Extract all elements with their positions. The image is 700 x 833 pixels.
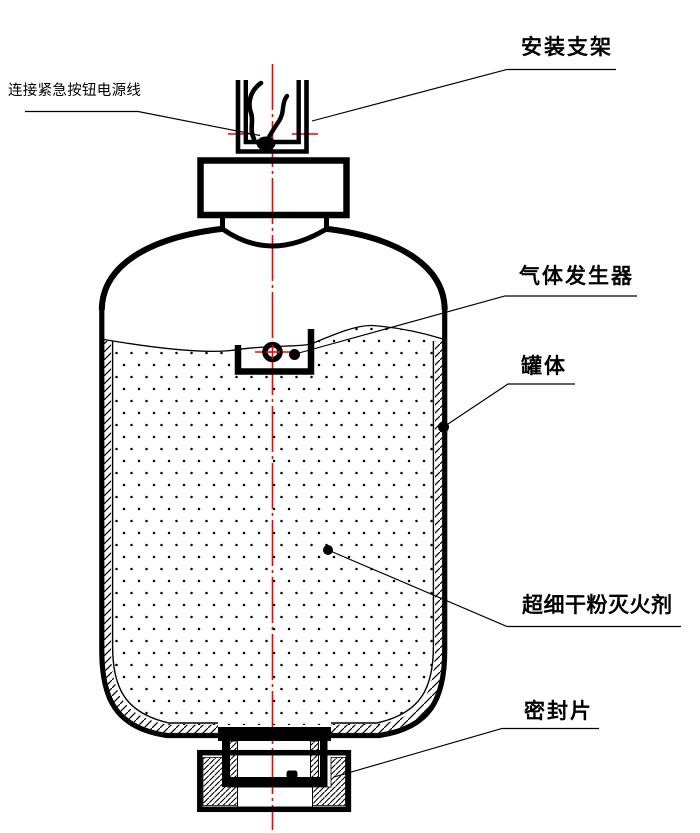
left-wall-hatch <box>102 341 218 734</box>
neck-flange-bar <box>218 727 331 741</box>
gas-generator <box>234 329 315 375</box>
label-mounting-bracket: 安装支架 <box>521 36 613 59</box>
nut-window-outline <box>237 786 313 808</box>
seal-cup <box>222 740 328 787</box>
tank-wall-left-outer <box>99 308 219 739</box>
leader-gas-generator <box>296 295 637 355</box>
label-power-line: 连接紧急按钮电源线 <box>8 83 142 99</box>
tank-wall-left-inner <box>111 341 218 724</box>
bottom-assembly <box>197 727 352 813</box>
tank-wall-right-outer <box>330 308 448 739</box>
tank-body-ref-dot <box>438 421 449 433</box>
powder-ref-dot <box>323 545 333 555</box>
sealing-disc <box>286 770 298 778</box>
powder-fill <box>113 325 434 725</box>
leader-power-line <box>25 110 261 137</box>
leader-mounting-bracket <box>311 68 616 122</box>
label-gas-generator: 气体发生器 <box>519 265 634 288</box>
neck-collar <box>220 216 329 249</box>
neck-wall-left <box>229 740 238 780</box>
power-wires <box>247 80 290 151</box>
leader-lines <box>25 68 681 778</box>
label-powder-agent: 超细干粉灭火剂 <box>522 594 673 617</box>
bottom-nut-outline <box>197 749 352 813</box>
leader-tank-body <box>444 383 575 427</box>
right-wall-hatch <box>331 341 444 734</box>
leader-powder-agent <box>327 549 681 628</box>
valve-head-outline <box>197 157 350 219</box>
dome-left <box>98 225 226 311</box>
linework <box>25 68 681 813</box>
label-sealing-piece: 密封片 <box>524 700 593 723</box>
tank-wall-right-inner <box>331 341 435 724</box>
neck-wall-right <box>310 740 319 780</box>
valve-head-fill <box>198 158 349 217</box>
leader-sealing-piece <box>333 727 599 778</box>
nut-window-fill <box>237 787 313 808</box>
dome-right <box>323 225 448 311</box>
label-tank-body: 罐体 <box>521 355 567 378</box>
igniter-dot <box>289 349 300 360</box>
